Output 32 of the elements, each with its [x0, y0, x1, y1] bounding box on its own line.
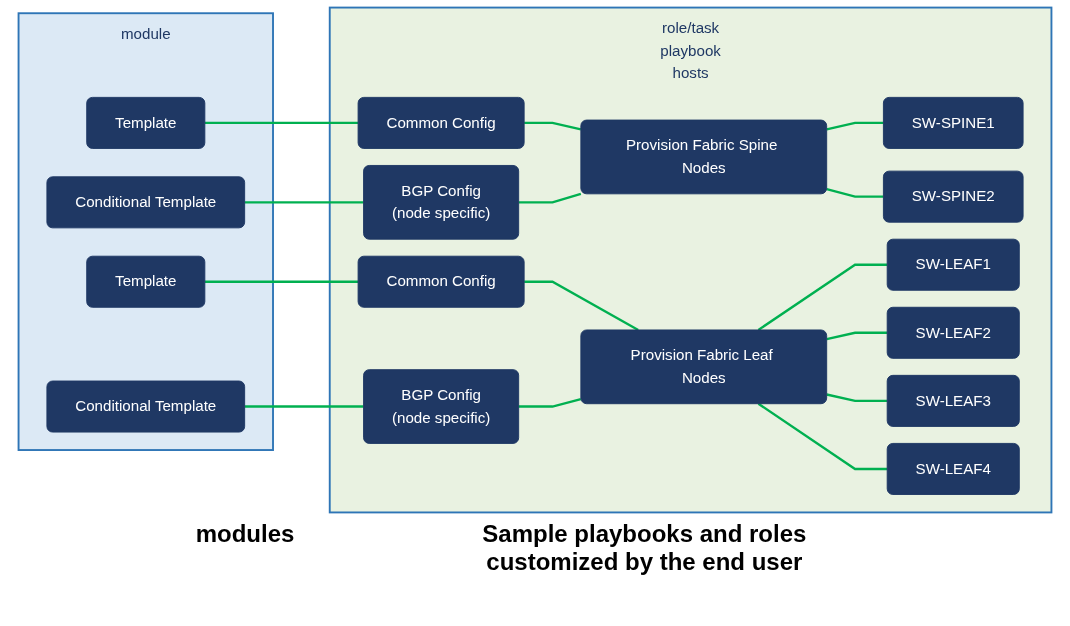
node-box: Common Config: [357, 255, 525, 308]
connector: [757, 402, 888, 471]
node-box: SW-LEAF2: [886, 306, 1020, 359]
node-box: Conditional Template: [46, 380, 246, 433]
connector: [204, 121, 359, 125]
node-box: BGP Config (node specific): [363, 369, 520, 444]
connector: [826, 393, 888, 403]
connector: [826, 331, 888, 341]
connector: [826, 121, 884, 131]
node-box: Template: [86, 96, 206, 149]
connector: [244, 201, 364, 204]
connector: [518, 192, 582, 204]
node-box: Provision Fabric Spine Nodes: [580, 119, 828, 195]
connector: [826, 188, 884, 198]
node-box: SW-LEAF4: [886, 442, 1020, 495]
node-box: Template: [86, 255, 206, 308]
connector: [524, 280, 639, 331]
node-box: Common Config: [357, 96, 525, 149]
node-box: SW-SPINE1: [882, 96, 1024, 149]
node-box: SW-LEAF3: [886, 374, 1020, 427]
node-box: Provision Fabric Leaf Nodes: [580, 329, 828, 405]
connector: [524, 121, 582, 131]
caption-text: Sample playbooks and roles customized by the end user: [481, 520, 808, 576]
caption-text: modules: [195, 520, 295, 549]
connector: [244, 405, 364, 408]
node-box: BGP Config (node specific): [363, 164, 520, 240]
node-box: SW-LEAF1: [886, 238, 1020, 291]
node-box: SW-SPINE2: [882, 170, 1024, 223]
connector: [757, 263, 888, 331]
connector: [204, 280, 359, 283]
connector: [518, 397, 582, 408]
node-box: Conditional Template: [46, 176, 246, 229]
